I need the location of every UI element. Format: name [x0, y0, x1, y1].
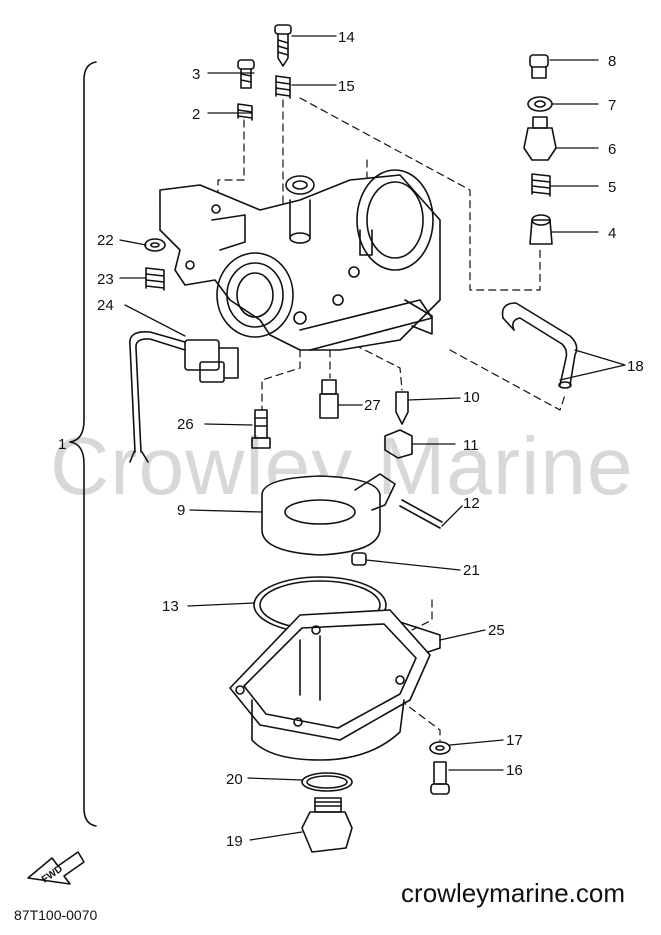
callout-14: 14 [338, 29, 355, 46]
float-bowl [229, 609, 431, 761]
callout-25: 25 [488, 622, 505, 639]
callout-8: 8 [608, 53, 616, 70]
assembly-bracket [69, 61, 97, 827]
part-17-washer [429, 741, 451, 755]
part-20-o-ring [301, 772, 353, 792]
callout-11: 11 [463, 437, 479, 454]
callout-13: 13 [162, 598, 179, 615]
callout-12: 12 [463, 495, 480, 512]
part-4-plunger [529, 214, 553, 245]
guide-lines [159, 97, 566, 743]
part-27-jet [319, 379, 339, 419]
callout-22: 22 [97, 232, 114, 249]
part-16-screw [430, 761, 450, 795]
part-2-spring [237, 103, 253, 121]
carburetor-body [159, 169, 441, 351]
part-21-plug [351, 552, 367, 566]
leader-lines [119, 35, 626, 841]
callout-15: 15 [338, 78, 355, 95]
callout-6: 6 [608, 141, 616, 158]
callout-7: 7 [608, 97, 616, 114]
callout-27: 27 [364, 397, 381, 414]
figure-code: 87T100-0070 [14, 907, 98, 923]
callout-19: 19 [226, 833, 243, 850]
callout-26: 26 [177, 416, 194, 433]
part-11-clip [384, 429, 413, 459]
callout-3: 3 [192, 66, 200, 83]
callout-1: 1 [58, 436, 66, 453]
part-14-screw [274, 24, 292, 67]
part-15-spring [275, 75, 291, 99]
part-10-needle-valve [395, 391, 409, 425]
part-6-nut [523, 116, 557, 161]
fwd-arrow-icon [27, 851, 85, 885]
part-9-float [261, 473, 396, 556]
callout-18: 18 [627, 358, 644, 375]
callout-17: 17 [506, 732, 523, 749]
callout-24: 24 [97, 297, 114, 314]
callout-2: 2 [192, 106, 200, 123]
callout-21: 21 [463, 562, 480, 579]
part-22-washer [144, 238, 166, 252]
part-26-jet [251, 409, 271, 449]
part-19-drain-plug [301, 797, 353, 853]
part-7-washer [527, 96, 553, 112]
callout-16: 16 [506, 762, 523, 779]
part-3-screw [237, 59, 255, 89]
callout-23: 23 [97, 271, 114, 288]
part-12-pin [399, 499, 443, 529]
part-5-spring [531, 173, 551, 197]
callout-4: 4 [608, 225, 616, 242]
callout-labels: 1 14 15 3 2 22 23 24 8 7 6 5 4 18 26 27 … [40, 29, 644, 886]
site-url: crowleymarine.com [401, 878, 625, 908]
part-23-spring [145, 267, 165, 291]
part-18-hose [501, 302, 578, 389]
callout-5: 5 [608, 179, 616, 196]
callout-10: 10 [463, 389, 480, 406]
part-8-screw [529, 54, 549, 79]
callout-20: 20 [226, 771, 243, 788]
part-24-wire [129, 330, 239, 463]
callout-9: 9 [177, 502, 185, 519]
